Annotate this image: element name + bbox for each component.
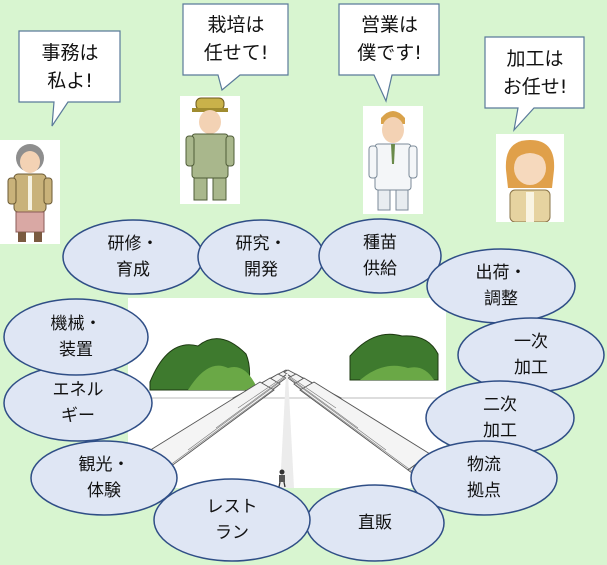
activity-machinery: 機械・ 装置 [3, 298, 149, 376]
speech-bubble-cultivation-text: 栽培は 任せて! [203, 14, 269, 64]
greenhouse-scene [128, 298, 446, 488]
activity-tourism: 観光・ 体験 [30, 440, 178, 516]
speech-bubble-sales: 営業は 僕です! [338, 3, 441, 103]
activity-training-label: 研修・ 育成 [107, 234, 159, 280]
speech-bubble-sales-text: 営業は 僕です! [357, 14, 422, 64]
activity-research: 研究・ 開発 [197, 219, 325, 295]
activity-logistics: 物流 拠点 [410, 440, 558, 516]
activity-shipping: 出荷・ 調整 [426, 248, 576, 324]
speech-bubble-processing-text: 加工は お任せ! [502, 48, 568, 98]
farmer-man-figure [180, 96, 240, 204]
sales-man-figure [363, 106, 423, 214]
speech-bubble-office: 事務は 私よ! [18, 30, 122, 128]
speech-bubble-processing: 加工は お任せ! [484, 36, 586, 132]
activity-restaurant-label: レスト ラン [206, 497, 258, 543]
activity-seedlings-label: 種苗 供給 [363, 233, 397, 279]
office-worker-woman-figure [0, 140, 60, 244]
activity-shipping-label: 出荷・ 調整 [475, 263, 527, 309]
activity-research-label: 研究・ 開発 [235, 234, 287, 280]
activity-seedlings: 種苗 供給 [318, 218, 442, 294]
activity-restaurant: レスト ラン [153, 478, 311, 562]
activity-machinery-label: 機械・ 装置 [50, 314, 102, 360]
activity-primary-processing-label: 一次 加工 [514, 332, 548, 378]
activity-energy-label: エネル ギー [52, 380, 104, 426]
activity-secondary-processing: 二次 加工 [425, 380, 575, 456]
activity-secondary-processing-label: 二次 加工 [483, 395, 517, 441]
activity-tourism-label: 観光・ 体験 [78, 455, 130, 501]
activity-direct-sales: 直販 [305, 484, 445, 562]
speech-bubble-cultivation: 栽培は 任せて! [182, 3, 290, 91]
speech-bubble-office-text: 事務は 私よ! [41, 42, 99, 92]
activity-training: 研修・ 育成 [62, 219, 204, 295]
activity-direct-sales-label: 直販 [358, 513, 392, 533]
activity-logistics-label: 物流 拠点 [467, 455, 501, 501]
activity-primary-processing: 一次 加工 [457, 317, 605, 393]
processing-woman-figure [496, 134, 564, 223]
